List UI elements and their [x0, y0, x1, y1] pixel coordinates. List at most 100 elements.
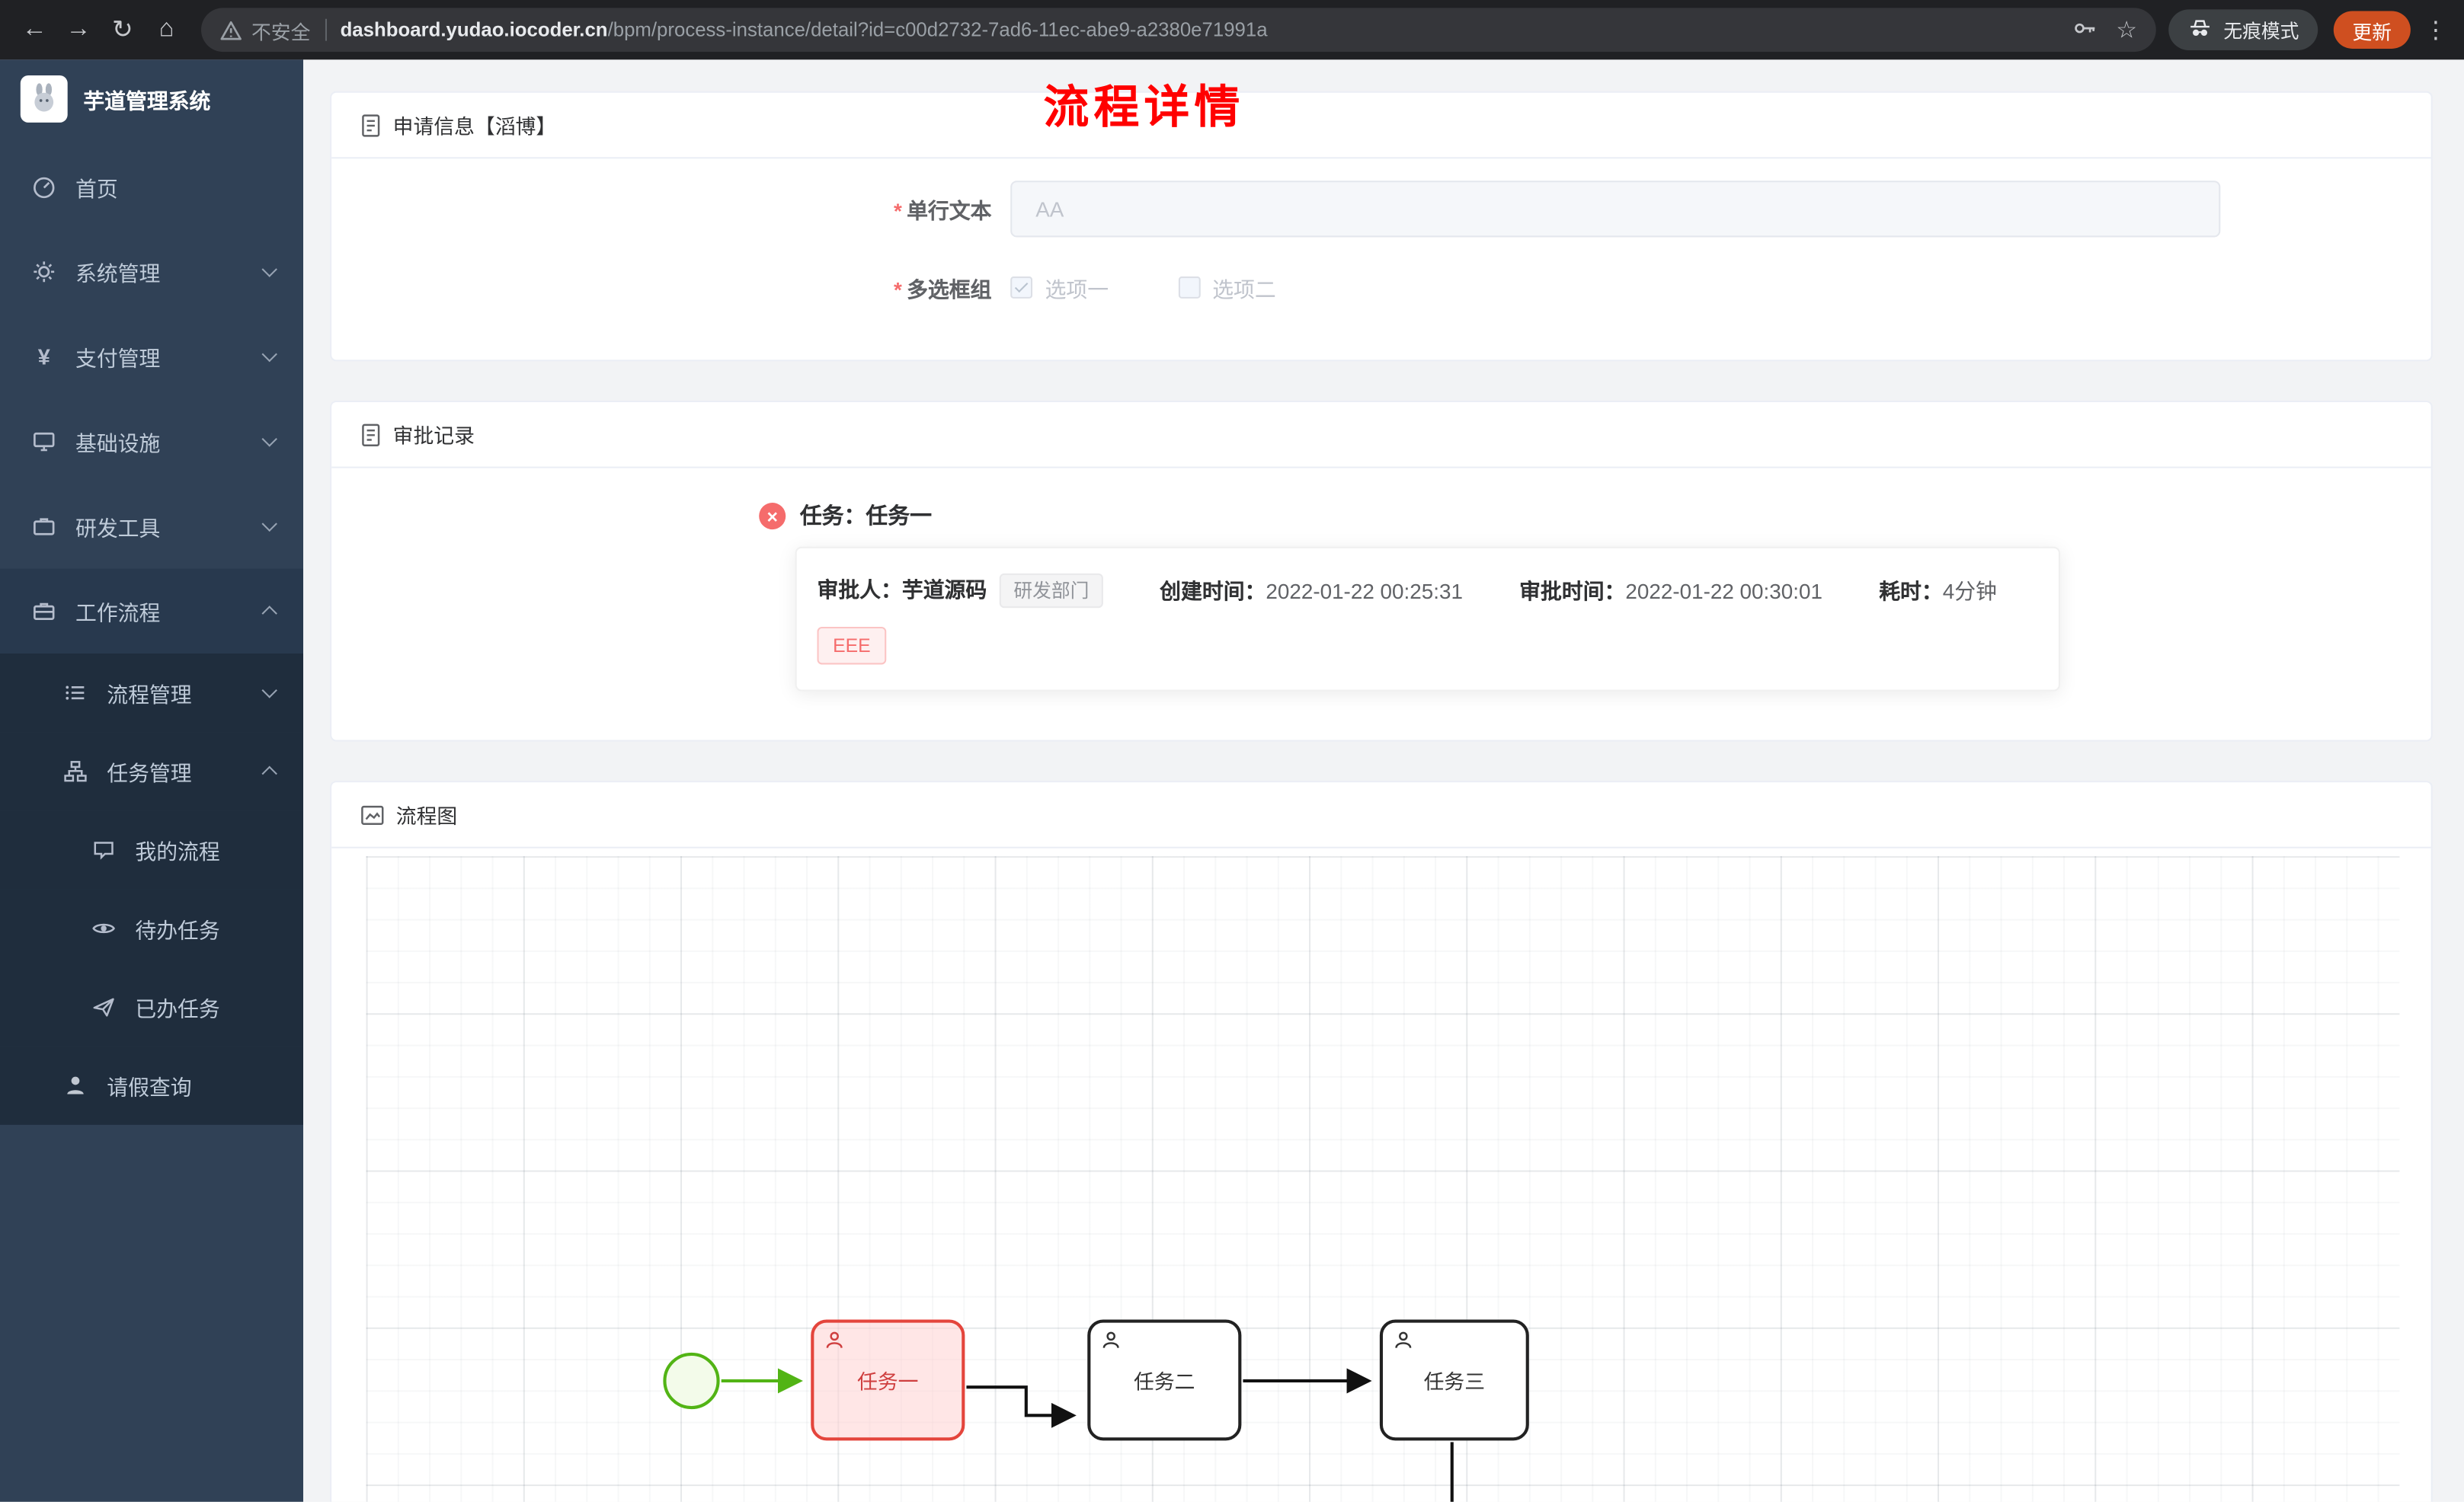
- record-icon: [360, 422, 382, 447]
- chevron-down-icon: [261, 346, 277, 363]
- sidebar-item-devtools[interactable]: 研发工具: [0, 484, 303, 568]
- main-content: 流程详情 申请信息【滔博】 *单行文本 *多选框组: [303, 59, 2464, 1502]
- task-node-1: 任务一: [811, 1319, 965, 1441]
- url-domain: dashboard.yudao.iocoder.cn: [340, 18, 608, 41]
- person-icon: [63, 1073, 88, 1098]
- required-star: *: [894, 199, 902, 223]
- eye-icon: [91, 916, 117, 941]
- yen-icon: ¥: [37, 344, 50, 369]
- flow-diagram-card: 流程图: [330, 781, 2433, 1502]
- sidebar-item-infrastructure[interactable]: 基础设施: [0, 399, 303, 484]
- rejected-status-icon: ×: [759, 503, 786, 530]
- task-node-3: 任务三: [1379, 1319, 1529, 1441]
- start-event-node: [663, 1352, 720, 1410]
- flow-connectors: [721, 1368, 1454, 1502]
- task-node-label: 任务三: [1423, 1369, 1486, 1394]
- approver-name: 芋道源码: [901, 578, 987, 602]
- workflow-submenu: 流程管理 任务管理: [0, 654, 304, 1125]
- approver-label: 审批人：: [817, 578, 902, 602]
- browser-menu-icon[interactable]: ⋮: [2424, 17, 2448, 44]
- sidebar-item-label: 系统管理: [75, 262, 161, 286]
- duration-label: 耗时：: [1879, 580, 1943, 604]
- sidebar-item-system[interactable]: 系统管理: [0, 229, 303, 314]
- briefcase-icon: [31, 513, 56, 538]
- urlbar-divider: [324, 18, 327, 41]
- sidebar-item-home[interactable]: 首页: [0, 145, 303, 229]
- approval-task-title: 任务：任务一: [799, 503, 933, 528]
- apply-info-card: 申请信息【滔博】 *单行文本 *多选框组 选项一: [330, 91, 2433, 362]
- sidebar-item-process-management[interactable]: 流程管理: [0, 654, 304, 733]
- create-time-label: 创建时间：: [1160, 580, 1266, 604]
- sidebar-item-label: 研发工具: [75, 516, 161, 541]
- create-time-group: 创建时间：2022-01-22 00:25:31: [1160, 574, 1463, 605]
- checkbox-label: 选项一: [1045, 278, 1109, 302]
- page-title: 流程详情: [1043, 83, 1245, 134]
- flow-diagram-title: 流程图: [395, 804, 458, 828]
- reload-button[interactable]: ↻: [112, 17, 133, 44]
- password-key-icon[interactable]: [2072, 15, 2097, 45]
- flow-diagram-header: 流程图: [331, 782, 2431, 848]
- url-bar[interactable]: 不安全 dashboard.yudao.iocoder.cn /bpm/proc…: [201, 8, 2156, 53]
- browser-update-button[interactable]: 更新: [2333, 11, 2411, 49]
- approval-detail-box: 审批人：芋道源码研发部门 创建时间：2022-01-22 00:25:31 审批…: [795, 546, 2060, 692]
- browser-toolbar: ← → ↻ ⌂ 不安全 dashboard.yudao.iocoder.cn /…: [0, 0, 2464, 60]
- home-button[interactable]: ⌂: [158, 15, 174, 43]
- duration-group: 耗时：4分钟: [1879, 574, 1997, 605]
- sidebar-item-label: 待办任务: [135, 919, 220, 943]
- sidebar-item-leave-query[interactable]: 请假查询: [0, 1046, 304, 1125]
- back-button[interactable]: ←: [21, 15, 47, 43]
- sidebar-item-label: 支付管理: [75, 347, 161, 371]
- chevron-up-icon: [261, 765, 277, 781]
- apply-info-title: 申请信息【滔博】: [392, 114, 557, 139]
- approve-time-group: 审批时间：2022-01-22 00:30:01: [1519, 574, 1822, 605]
- department-tag: 研发部门: [999, 572, 1103, 608]
- sidebar-menu: 首页 系统管理 ¥ 支付管理: [0, 139, 304, 1125]
- approval-record-header: 审批记录: [331, 402, 2431, 468]
- suitcase-icon: [31, 599, 56, 624]
- app-title: 芋道管理系统: [83, 89, 211, 113]
- checkbox-label: 选项二: [1212, 278, 1276, 302]
- sidebar-item-workflow[interactable]: 工作流程: [0, 569, 303, 654]
- checkbox-option-1[interactable]: 选项一: [1010, 272, 1109, 303]
- checkbox-group-label: *多选框组: [894, 278, 992, 302]
- task-node-label: 任务二: [1134, 1369, 1195, 1394]
- sidebar-item-payment[interactable]: ¥ 支付管理: [0, 315, 303, 399]
- single-line-text-input[interactable]: [1010, 181, 2221, 238]
- text-field-row: *单行文本: [331, 181, 2431, 238]
- diagram-icon: [360, 802, 385, 827]
- required-star: *: [894, 278, 902, 302]
- approve-time-label: 审批时间：: [1519, 580, 1626, 604]
- sidebar: 芋道管理系统 首页 系统管理 ¥: [0, 59, 304, 1502]
- sidebar-item-label: 基础设施: [75, 432, 161, 456]
- gear-icon: [31, 259, 56, 284]
- monitor-icon: [31, 429, 56, 454]
- logo-avatar-icon: [20, 75, 68, 123]
- chevron-down-icon: [261, 431, 277, 447]
- checkbox-option-2[interactable]: 选项二: [1177, 272, 1276, 303]
- sidebar-item-label: 任务管理: [107, 762, 192, 786]
- approver-group: 审批人：芋道源码研发部门: [817, 572, 1103, 608]
- security-warning-icon: [220, 20, 242, 40]
- checkbox-group-row: *多选框组 选项一 选项二: [331, 272, 2431, 303]
- incognito-badge[interactable]: 无痕模式: [2168, 9, 2318, 50]
- paper-plane-icon: [91, 995, 117, 1020]
- app-logo: 芋道管理系统: [0, 59, 303, 138]
- forward-button[interactable]: →: [66, 15, 91, 43]
- sidebar-item-done-tasks[interactable]: 已办任务: [0, 967, 304, 1047]
- approval-reason-tag: EEE: [817, 625, 887, 664]
- sidebar-item-todo-tasks[interactable]: 待办任务: [0, 889, 304, 968]
- sidebar-item-task-management[interactable]: 任务管理: [0, 732, 304, 811]
- bpmn-canvas: 任务一 任务二 任务三: [366, 856, 2400, 1502]
- sidebar-item-label: 工作流程: [75, 601, 161, 625]
- task-node-2: 任务二: [1087, 1319, 1242, 1441]
- user-task-icon: [1102, 1331, 1121, 1350]
- sidebar-item-my-process[interactable]: 我的流程: [0, 810, 304, 890]
- chevron-up-icon: [261, 605, 277, 621]
- apply-info-header: 申请信息【滔博】: [331, 93, 2431, 159]
- bookmark-star-icon[interactable]: ☆: [2116, 16, 2137, 43]
- url-path: /bpm/process-instance/detail?id=c00d2732…: [607, 18, 1268, 41]
- approval-record-title: 审批记录: [392, 423, 475, 448]
- checkbox-checked-icon: [1010, 276, 1033, 299]
- approve-time-value: 2022-01-22 00:30:01: [1625, 580, 1822, 604]
